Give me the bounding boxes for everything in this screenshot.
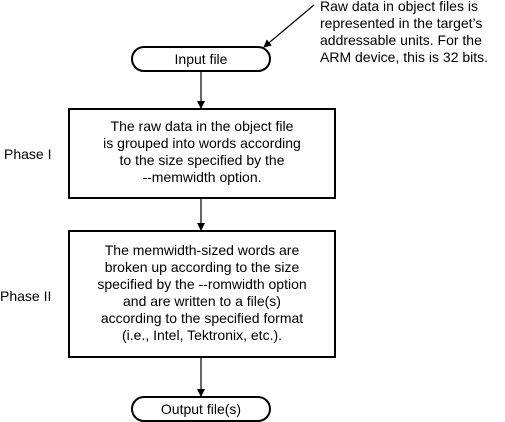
phase2-text: The memwidth-sized words are broken up a… [97, 242, 307, 343]
input-file-label: Input file [174, 51, 228, 67]
output-file-label: Output file(s) [160, 401, 242, 417]
phase1-text: The raw data in the object file is group… [103, 118, 301, 185]
annotation-pointer [263, 4, 315, 48]
phase1-label: Phase I [4, 146, 52, 162]
annotation-text: Raw data in object files is represented … [320, 0, 489, 65]
phase2-label: Phase II [0, 288, 52, 304]
output-file-node [131, 396, 271, 422]
phase2-box [68, 230, 336, 358]
phase1-box [68, 108, 336, 199]
